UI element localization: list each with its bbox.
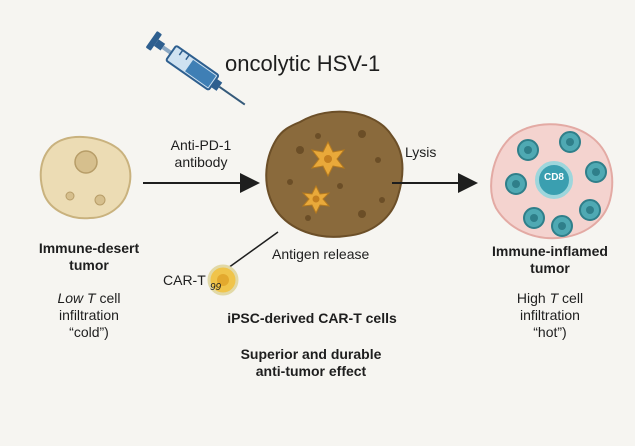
cell-text: cell <box>95 290 121 306</box>
t-cell-icon <box>579 199 601 221</box>
immune-desert-tumor <box>39 135 132 220</box>
cart-effect: Superior and durable anti-tumor effect <box>210 346 412 380</box>
cart-label: CAR-T <box>163 272 206 288</box>
left-tumor-name: Immune-desert tumor <box>6 240 172 274</box>
high-text: High <box>516 290 550 306</box>
t-cell-icon <box>505 173 527 195</box>
cell-text: cell <box>558 290 584 306</box>
right-tumor-desc-line3: “hot”) <box>533 323 567 340</box>
t-cell-icon <box>585 161 607 183</box>
cart-connector <box>227 231 279 269</box>
right-tumor-desc-line1: High T cell <box>474 290 626 307</box>
t-cell-icon <box>551 215 573 237</box>
low-t-text: Low T <box>57 290 96 306</box>
cart-title: iPSC-derived CAR-T cells <box>227 310 397 326</box>
arrow-right-label: Lysis <box>405 144 437 160</box>
t-cell-icon <box>517 139 539 161</box>
antigen-burst-icon <box>301 184 331 215</box>
right-tumor-name: Immune-inflamed tumor <box>474 243 626 277</box>
left-tumor-name-line1: Immune-desert <box>38 240 140 256</box>
left-tumor-desc-line1: Low T cell <box>6 290 172 307</box>
left-tumor-desc-line2: infiltration <box>59 306 119 323</box>
syringe-icon <box>146 31 246 106</box>
t-text: T <box>549 290 559 306</box>
cart-cell-text: 99 <box>210 282 222 293</box>
lysed-tumor <box>265 110 404 238</box>
cart-effect-line1: Superior and durable <box>240 346 382 362</box>
arrow-left-line1: Anti-PD-1 <box>170 137 232 153</box>
immune-inflamed-tumor <box>490 123 614 240</box>
left-tumor-name-line2: tumor <box>69 256 109 273</box>
t-cell-icon <box>559 131 581 153</box>
arrow-left-label: Anti-PD-1 antibody <box>155 137 247 171</box>
cd8-cell-icon <box>535 161 573 199</box>
t-cell-icon <box>523 207 545 229</box>
right-tumor-desc-line2: infiltration <box>520 306 580 323</box>
diagram-title: oncolytic HSV-1 <box>225 51 381 76</box>
arrow-left-line2: antibody <box>174 153 228 170</box>
right-tumor-name-line1: Immune-inflamed <box>492 243 608 259</box>
cart-effect-line2: anti-tumor effect <box>255 362 367 379</box>
left-tumor-desc: Low T cell infiltration “cold”) <box>6 290 172 340</box>
cd8-label: CD8 <box>543 172 564 183</box>
right-tumor-name-line2: tumor <box>530 259 570 276</box>
right-tumor-desc: High T cell infiltration “hot”) <box>474 290 626 340</box>
antigen-burst-icon <box>310 140 346 178</box>
left-tumor-desc-line3: “cold”) <box>69 323 109 340</box>
antigen-release-label: Antigen release <box>272 246 370 262</box>
cart-cell-icon <box>207 264 239 296</box>
